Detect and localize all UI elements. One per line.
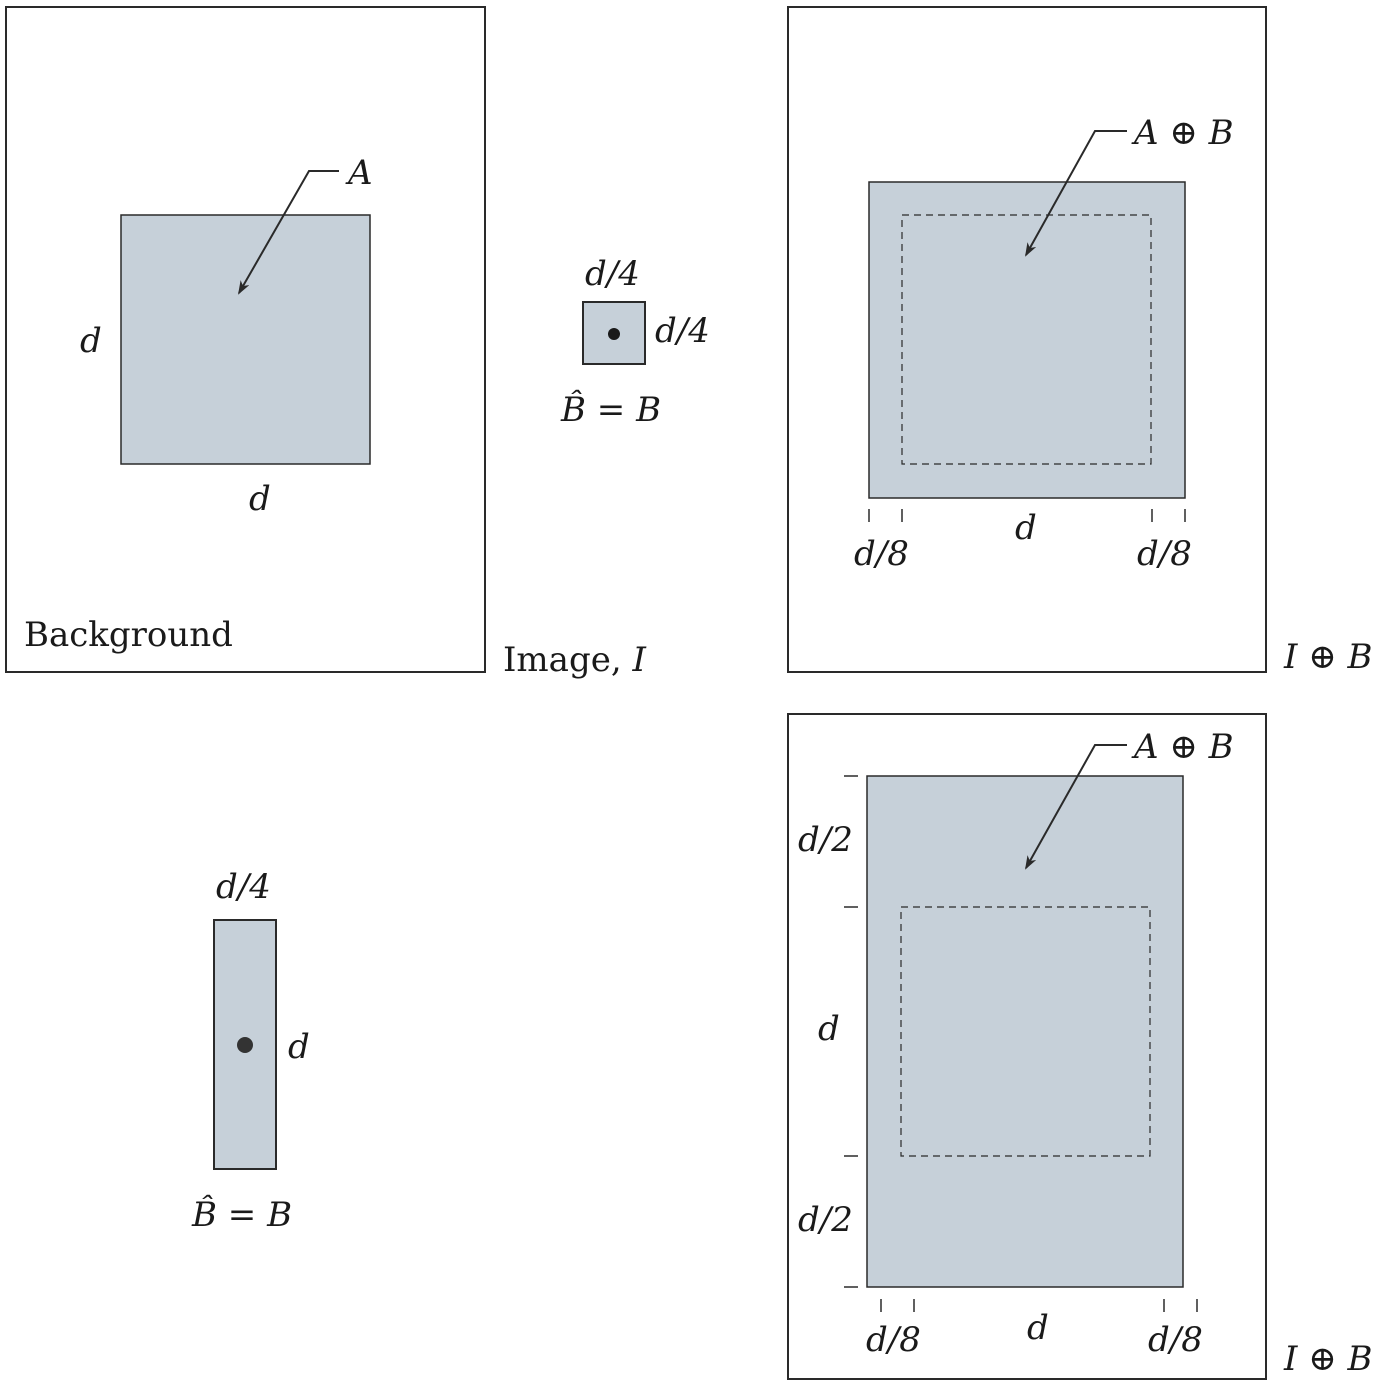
dim-mid-label: d xyxy=(1027,1308,1049,1348)
se-small-right-label: d/4 xyxy=(655,311,710,351)
image-panel: A d d Background Image, I xyxy=(5,6,646,680)
dim-right-label: d/8 xyxy=(1148,1320,1203,1360)
set-a-label: A xyxy=(345,153,373,193)
dilation-top-pointer-arrow xyxy=(1025,130,1127,257)
dim-left-label: d/8 xyxy=(866,1320,921,1360)
dilation-top-label: A ⊕ B xyxy=(1131,113,1234,153)
dilation-result-bottom: A ⊕ B d/2 d d/2 d/8 d d/8 I ⊕ B xyxy=(787,713,1373,1380)
se-tall-top-label: d/4 xyxy=(216,867,271,907)
set-a-side-left-label: d xyxy=(80,321,102,361)
dim-mid-label: d xyxy=(1015,508,1037,548)
se-small-top-label: d/4 xyxy=(585,254,640,294)
dilated-region-bottom xyxy=(866,775,1184,1288)
dilation-bottom-pointer-arrow xyxy=(1025,744,1127,870)
original-a-outline-bottom xyxy=(900,906,1151,1157)
dilation-top-frame xyxy=(787,6,1267,673)
set-a-pointer-arrow xyxy=(238,170,339,295)
dilation-bottom-frame xyxy=(787,713,1267,1380)
dilated-region-top xyxy=(868,181,1186,499)
set-a-side-bottom-label: d xyxy=(249,479,271,519)
se-tall-right-label: d xyxy=(288,1027,310,1067)
dilation-bottom-label: A ⊕ B xyxy=(1131,727,1234,767)
dim-bottom-label: d/2 xyxy=(798,1200,853,1240)
se-small-origin-dot xyxy=(608,328,620,340)
dim-left-label: d/8 xyxy=(854,534,909,574)
image-caption: Image, I xyxy=(503,640,646,680)
set-a-square xyxy=(120,214,371,465)
se-tall-origin-dot xyxy=(237,1037,253,1053)
original-a-outline-top xyxy=(901,214,1152,465)
image-frame xyxy=(5,6,486,673)
dilation-bottom-caption: I ⊕ B xyxy=(1283,1339,1373,1379)
structuring-element-tall: d/4 d B̂ = B xyxy=(191,867,310,1235)
dim-top-label: d/2 xyxy=(798,820,853,860)
dilation-top-caption: I ⊕ B xyxy=(1283,637,1373,677)
dim-right-label: d/8 xyxy=(1137,534,1192,574)
background-label: Background xyxy=(24,615,233,655)
se-tall-equation: B̂ = B xyxy=(191,1194,292,1235)
dim-mid-v-label: d xyxy=(818,1009,840,1049)
dilation-result-top: A ⊕ B d/8 d d/8 I ⊕ B xyxy=(787,6,1373,677)
se-small-equation: B̂ = B xyxy=(560,389,661,430)
structuring-element-small: d/4 d/4 B̂ = B xyxy=(560,254,710,430)
